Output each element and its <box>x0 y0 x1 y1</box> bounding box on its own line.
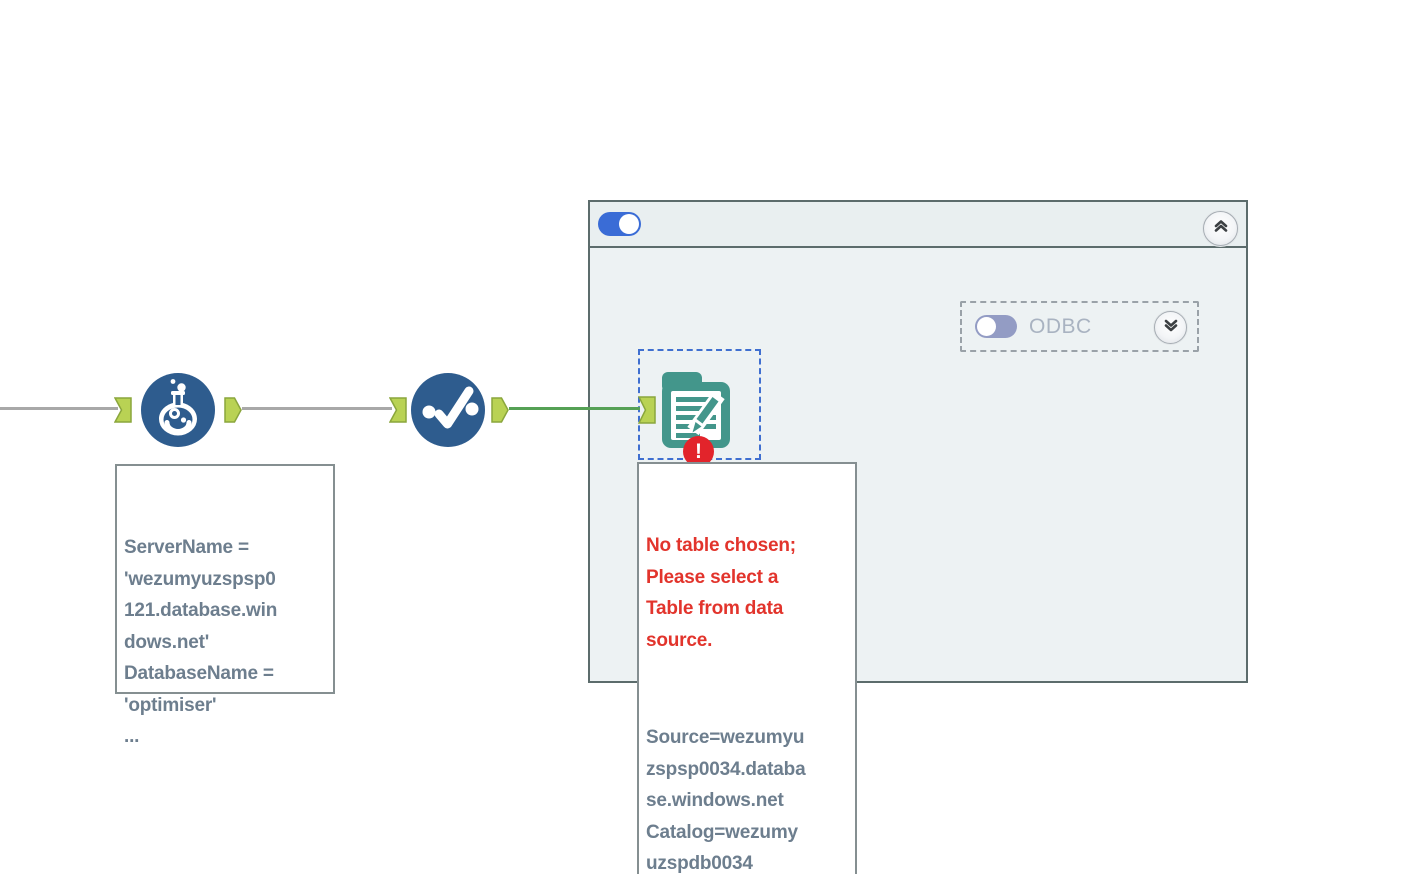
test-tool[interactable] <box>410 372 486 448</box>
input-anchor[interactable] <box>114 397 132 423</box>
container-header[interactable] <box>590 202 1246 248</box>
table-edit-icon <box>658 370 734 450</box>
chevrons-up-icon <box>1213 219 1229 238</box>
annotation-box-connection[interactable]: ServerName = 'wezumyuzspsp0 121.database… <box>115 464 335 747</box>
output-anchor[interactable] <box>224 397 242 423</box>
chevrons-down-icon <box>1163 318 1179 337</box>
annotation-text: ServerName = 'wezumyuzspsp0 121.database… <box>124 537 278 747</box>
container-enabled-toggle[interactable] <box>598 212 641 236</box>
odbc-dropdown-button[interactable] <box>1154 311 1187 344</box>
exclamation-icon: ! <box>695 440 702 463</box>
flask-icon <box>140 372 216 448</box>
connection-wire-test-to-input[interactable] <box>509 407 640 410</box>
output-anchor[interactable] <box>491 397 509 423</box>
connection-wire-formula-to-test[interactable] <box>242 407 392 410</box>
toggle-knob <box>977 317 996 336</box>
error-badge: ! <box>683 436 714 467</box>
odbc-label: ODBC <box>1029 314 1092 338</box>
odbc-toggle-group: ODBC <box>960 301 1199 352</box>
annotation-box-error[interactable]: No table chosen; Please select a Table f… <box>637 462 857 874</box>
formula-tool[interactable] <box>140 372 216 448</box>
odbc-toggle[interactable] <box>975 315 1017 338</box>
annotation-source-text: Source=wezumyu zspsp0034.databa se.windo… <box>646 727 806 874</box>
connection-wire-incoming[interactable] <box>0 407 118 410</box>
input-anchor[interactable] <box>389 397 407 423</box>
checkmark-icon <box>410 372 486 448</box>
container-collapse-button[interactable] <box>1203 211 1238 246</box>
annotation-error-text: No table chosen; Please select a Table f… <box>646 535 796 651</box>
input-anchor[interactable] <box>638 396 656 424</box>
toggle-knob <box>619 214 639 234</box>
input-data-tool[interactable] <box>658 370 734 450</box>
